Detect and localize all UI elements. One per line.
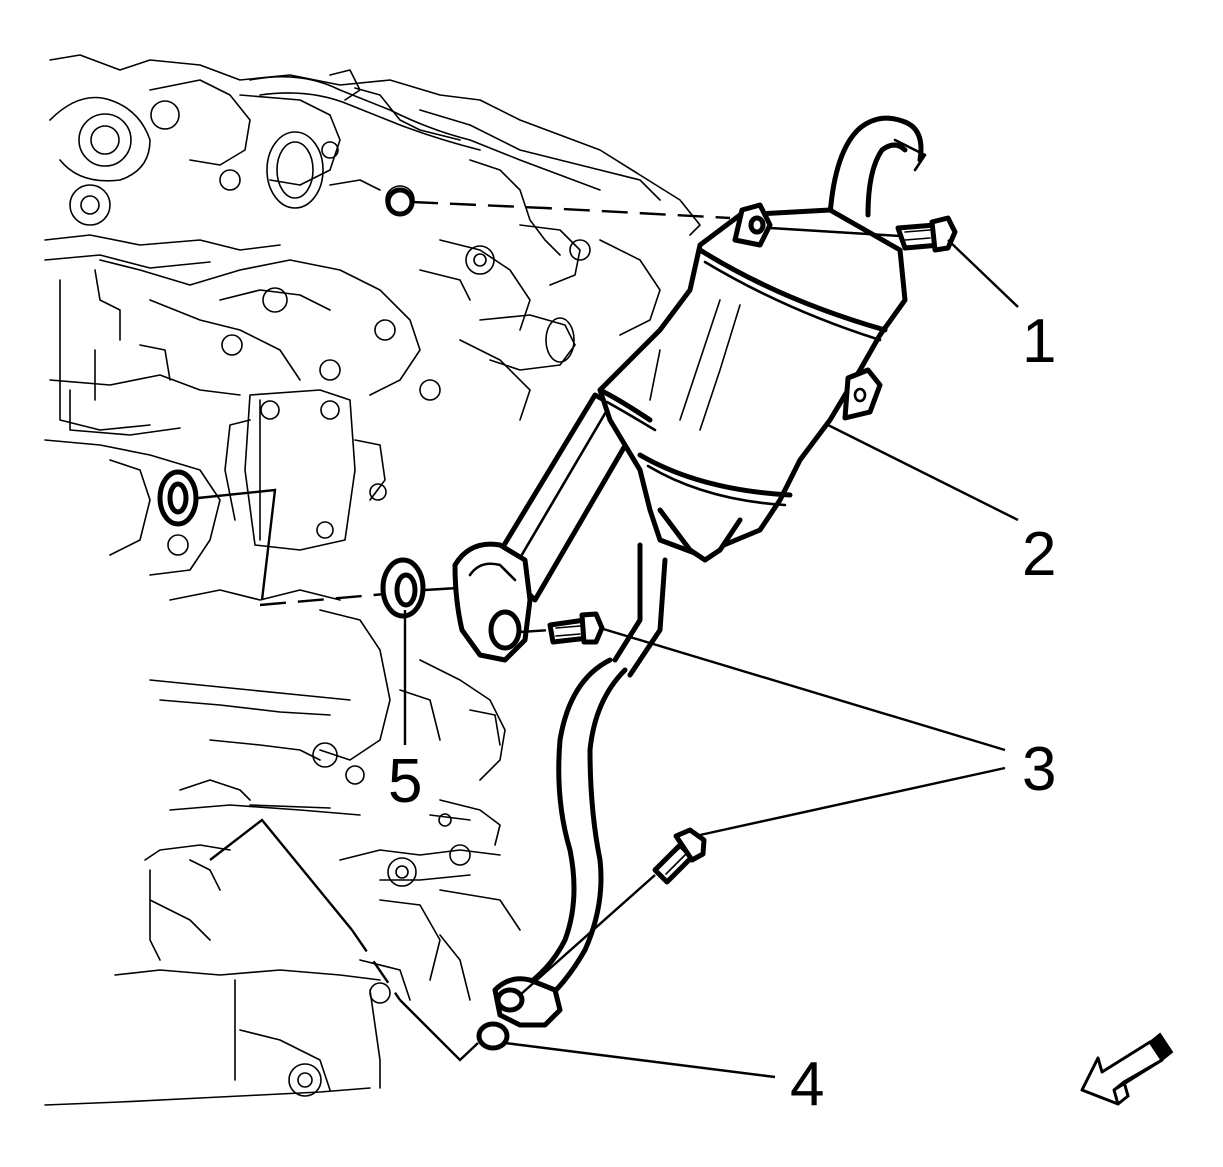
lower-o-ring xyxy=(476,1021,510,1051)
callout-5: 5 xyxy=(388,747,422,816)
callout-4: 4 xyxy=(790,1050,824,1119)
vacuum-pipe-assembly xyxy=(452,392,668,1051)
callout-leaders xyxy=(403,239,1019,1079)
callout-1: 1 xyxy=(1022,307,1056,376)
upper-hose xyxy=(827,115,924,218)
front-direction-arrow-icon xyxy=(1080,1032,1174,1106)
canister xyxy=(597,115,927,563)
canister-body xyxy=(597,207,908,558)
callout-2: 2 xyxy=(1022,520,1056,589)
pipe-flange xyxy=(452,541,533,663)
bolts-pipe-flange xyxy=(547,611,707,885)
lower-fitting xyxy=(492,976,563,1028)
callout-labels: 1 2 3 4 5 xyxy=(388,307,1056,1119)
bolt-canister-mount xyxy=(895,215,958,253)
lower-hose-outer xyxy=(517,657,613,993)
callout-3: 3 xyxy=(1022,735,1056,804)
o-ring-engine-port xyxy=(157,469,199,527)
engine-background xyxy=(44,54,701,1106)
alignment-lines xyxy=(197,187,901,1062)
o-ring-seals xyxy=(157,469,426,619)
